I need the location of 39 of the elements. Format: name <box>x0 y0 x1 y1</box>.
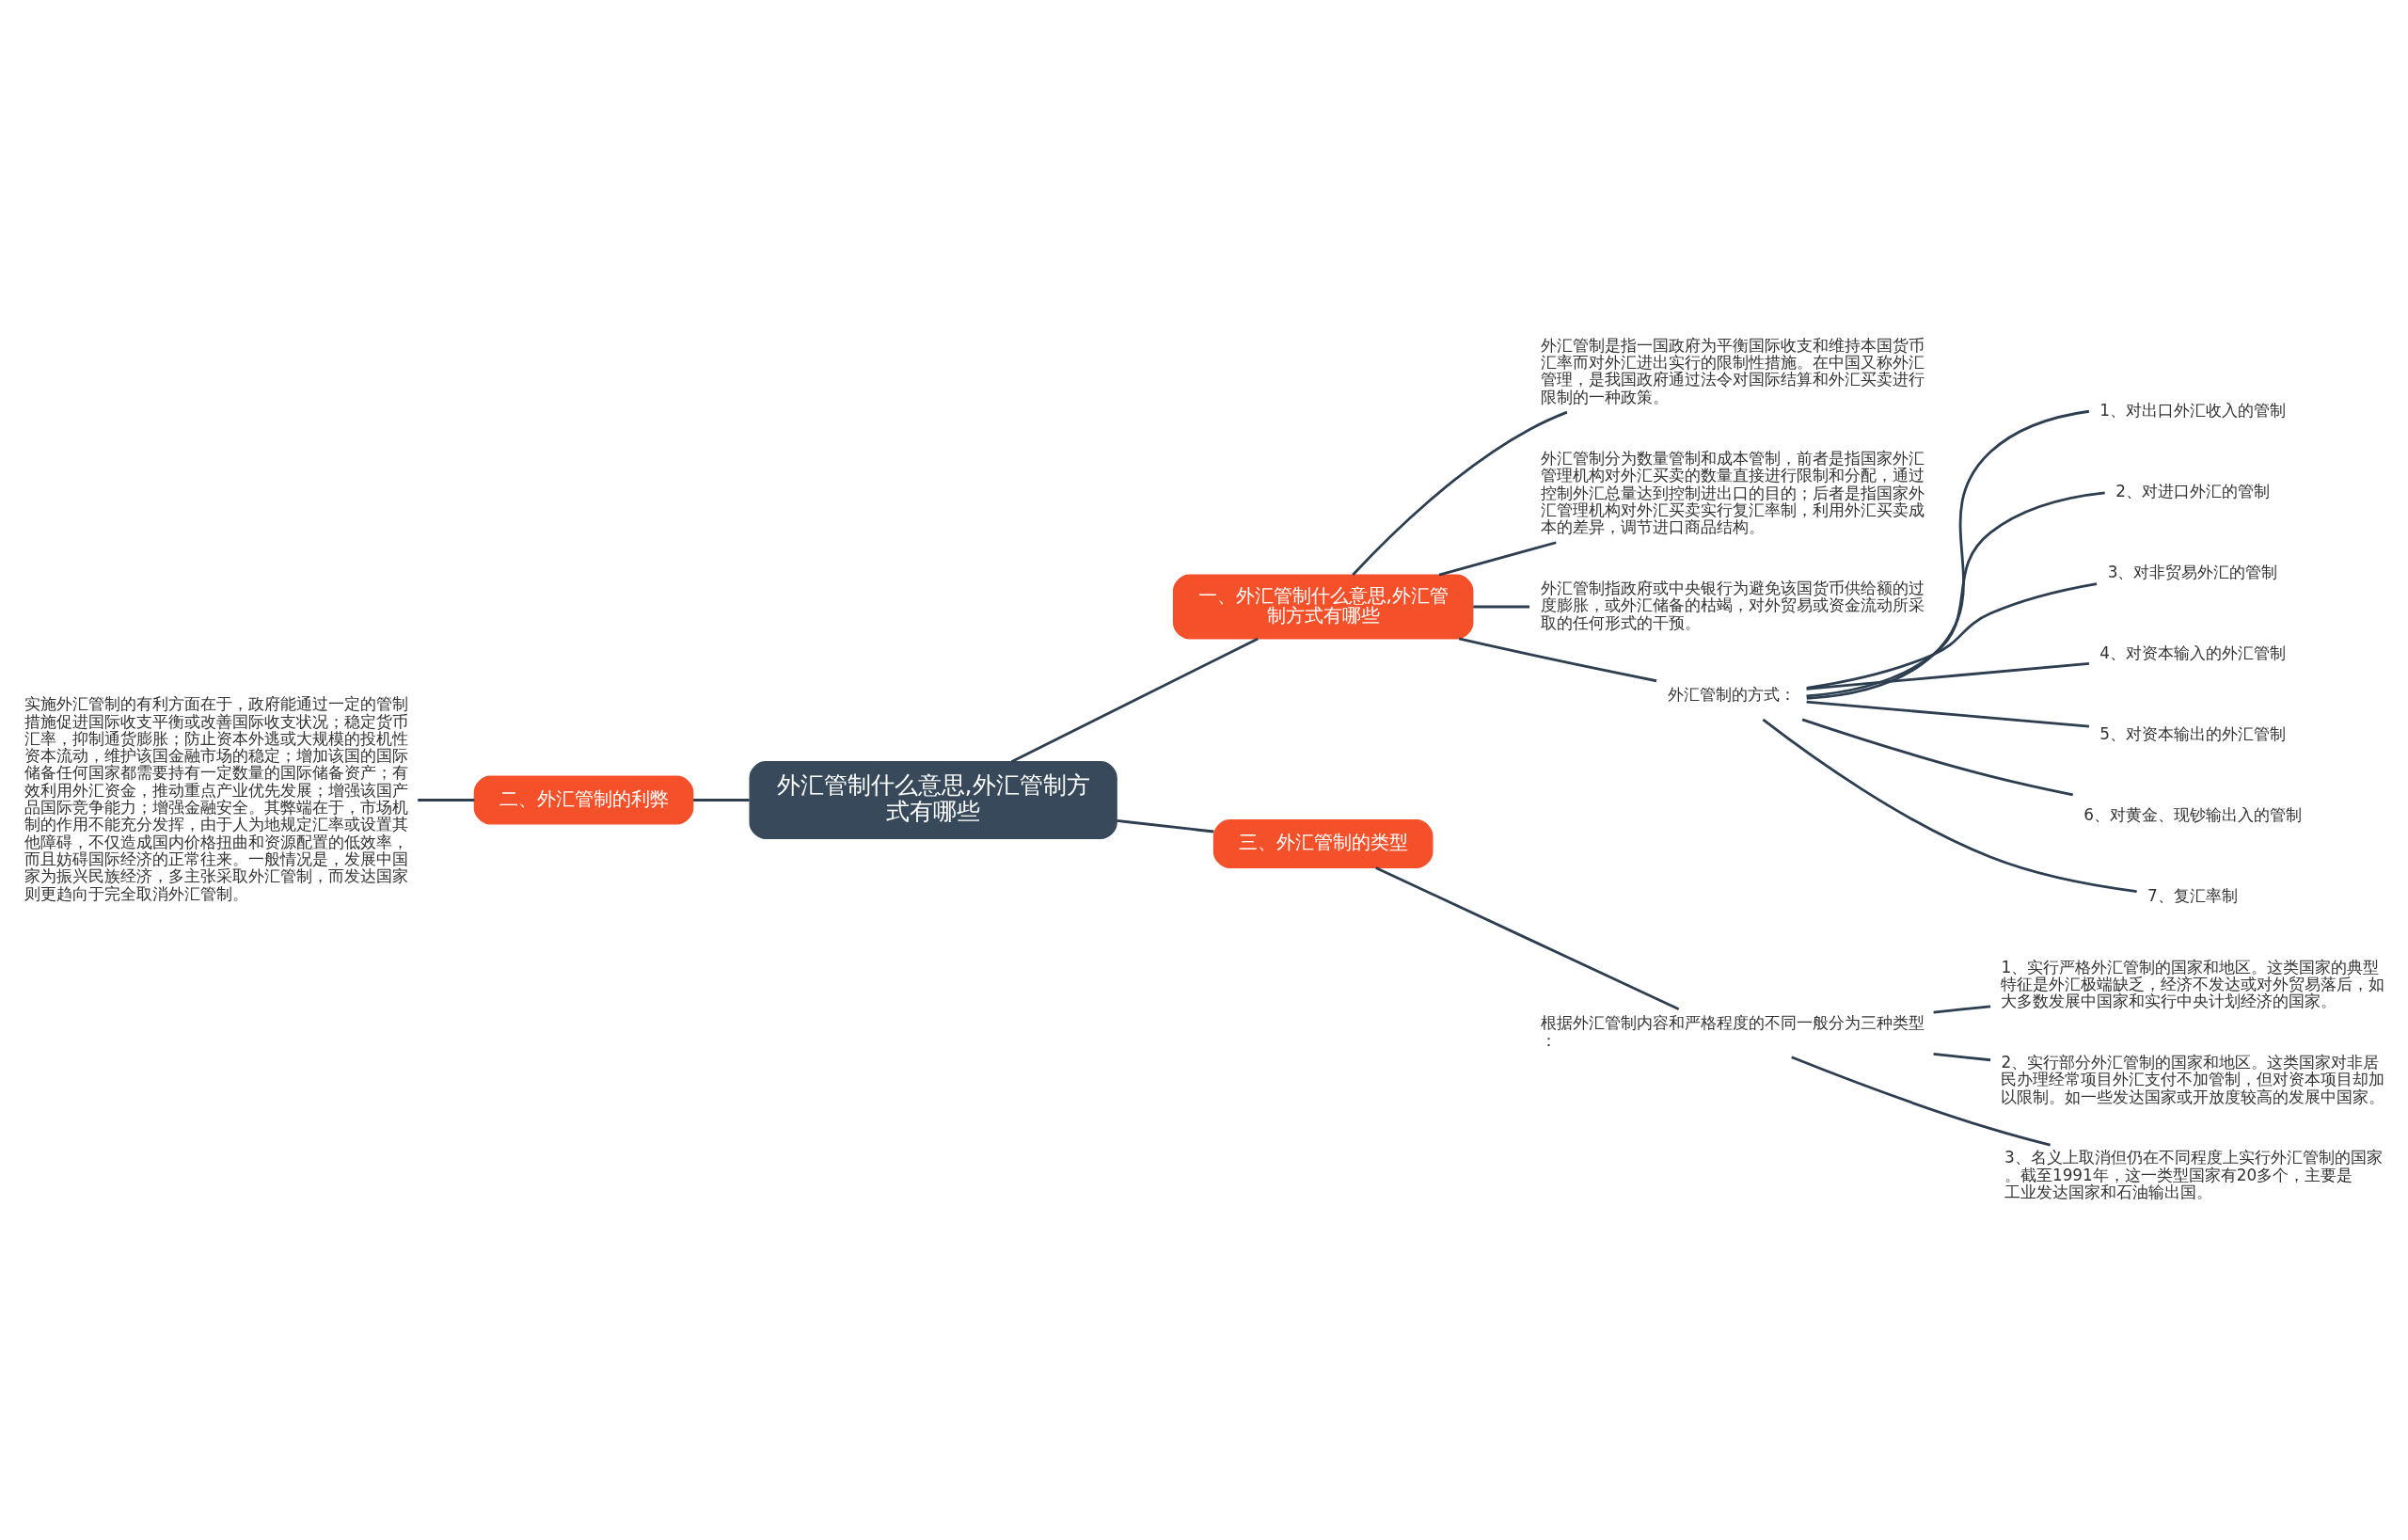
connector <box>1010 637 1259 763</box>
node-text: 2、实行部分外汇管制的国家和地区。这类国家对非居民办理经常项目外汇支付不加管制，但对资本项目却加以限制。如一些发达国家或开放度较高的发展中国家。 <box>2001 1053 2385 1106</box>
node-text: 3、名义上取消但仍在不同程度上实行外汇管制的国家。截至1991年，这一类型国家有20多个，主要是工业发达国家和石油输出国。 <box>2004 1148 2383 1201</box>
node-box: 一、外汇管制什么意思,外汇管制方式有哪些 <box>1172 574 1474 640</box>
connector <box>1933 1005 1991 1014</box>
connector <box>418 799 475 802</box>
connector <box>1806 491 2105 698</box>
connector <box>1806 582 2098 690</box>
connector <box>1473 605 1530 609</box>
node-box: 三、外汇管制的类型 <box>1212 818 1434 868</box>
node-text: 4、对资本输入的外汇管制 <box>2099 643 2287 663</box>
node-box: 二、外汇管制的利弊 <box>473 775 694 825</box>
node-text: 根据外汇管制内容和严格程度的不同一般分为三种类型： <box>1540 1013 1925 1050</box>
connector <box>1801 718 2073 797</box>
connector <box>1806 662 2090 691</box>
connector <box>1438 541 1557 577</box>
connector <box>1352 410 1568 576</box>
connector <box>1458 637 1657 683</box>
connector <box>1791 1056 2051 1147</box>
connector <box>1933 1053 1991 1062</box>
connector <box>1117 818 1214 834</box>
connector <box>1806 700 2090 728</box>
connector <box>1762 718 2137 893</box>
node-text: 3、对非贸易外汇的管制 <box>2107 563 2278 582</box>
node-text: 外汇管制是指一国政府为平衡国际收支和维持本国货币汇率而对外汇进出实行的限制性措施。在中国又称外汇管理，是我国政府通过法令对国际结算和外汇买卖进行限制的一种政策。 <box>1540 335 1925 406</box>
node-text: 1、实行严格外汇管制的国家和地区。这类国家的典型特征是外汇极端缺乏，经济不发达或对外贸易落后，如大多数发展中国家和实行中央计划经济的国家。 <box>2001 957 2385 1011</box>
node-text: 2、对进口外汇的管制 <box>2115 482 2270 501</box>
node-text: 6、对黄金、现钞输出入的管制 <box>2083 804 2303 824</box>
node-text: 外汇管制的方式： <box>1667 684 1796 704</box>
node-text: 实施外汇管制的有利方面在于，政府能通过一定的管制措施促进国际收支平衡或改善国际收支状况；稳定货币汇率，抑制通货膨胀；防止资本外逃或大规模的投机性资本流动，维护该国金融市场的稳定；增加该国的国际储备任何国家都需要持有一定数量的国际储备资产；有效利用外汇资金，推动重点产业优先发展；增强该国产品国际竞争能力；增强金融安全。其弊端在于，市场机制的作用不能充分发挥，由于人为地规定汇率或设置其他障碍，不仅造成国内价格扭曲和资源配置的低效率，而且妨碍国际经济的正常往来。一般情况是，发展中国家为振兴民族经济，多主张采取外汇管制，而发达国家则更趋向于完全取消外汇管制。 <box>24 694 408 903</box>
node-box: 外汇管制什么意思,外汇管制方式有哪些 <box>749 761 1117 840</box>
node-text: 5、对资本输出的外汇管制 <box>2099 723 2287 743</box>
connector <box>1806 409 2090 700</box>
connector <box>693 799 750 802</box>
connector <box>1375 866 1680 1010</box>
node-text: 外汇管制指政府或中央银行为避免该国货币供给额的过度膨胀，或外汇储备的枯竭，对外贸易或资金流动所采取的任何形式的干预。 <box>1540 579 1925 632</box>
node-text: 外汇管制分为数量管制和成本管制，前者是指国家外汇管理机构对外汇买卖的数量直接进行限制和分配，通过控制外汇总量达到控制进出口的目的；后者是指国家外汇管理机构对外汇买卖实行复汇率制，利用外汇买卖成本的差异，调节进口商品结构。 <box>1540 449 1925 537</box>
node-text: 7、复汇率制 <box>2147 885 2238 905</box>
node-text: 1、对出口外汇收入的管制 <box>2099 401 2287 421</box>
